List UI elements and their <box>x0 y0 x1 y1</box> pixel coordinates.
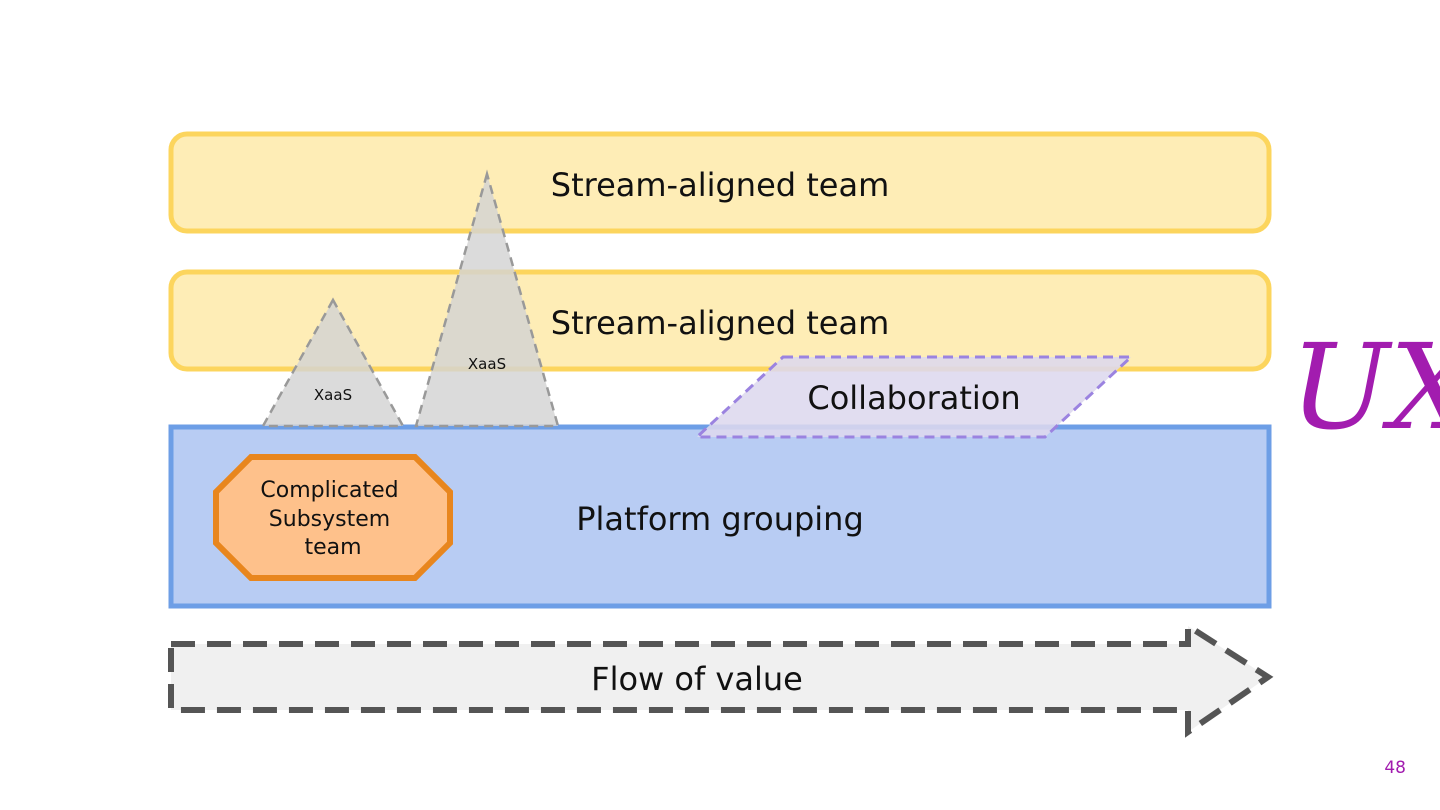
stream-aligned-team-2-label: Stream-aligned team <box>551 304 890 342</box>
xaas-large-label: XaaS <box>468 355 506 373</box>
xaas-small-triangle <box>260 297 406 428</box>
collaboration-label: Collaboration <box>807 379 1020 417</box>
complicated-subsystem-team: Complicated Subsystem team <box>213 454 453 581</box>
flow-of-value: Flow of value <box>168 620 1274 738</box>
xaas-small-label: XaaS <box>314 386 352 404</box>
platform-grouping-label: Platform grouping <box>576 500 864 538</box>
complicated-subsystem-line-2: Subsystem <box>269 507 390 532</box>
complicated-subsystem-line-1: Complicated <box>260 478 398 503</box>
flow-of-value-arrow <box>168 620 1274 738</box>
ux-annotation: UX <box>1290 318 1440 456</box>
complicated-subsystem-label: Complicated Subsystem team <box>260 478 405 560</box>
complicated-subsystem-line-3: team <box>304 535 361 560</box>
stream-aligned-team-1-label: Stream-aligned team <box>551 166 890 204</box>
xaas-large-triangle <box>414 169 560 428</box>
page-number: 48 <box>1384 758 1406 778</box>
complicated-subsystem-octagon <box>213 454 453 581</box>
collaboration-shape <box>693 355 1135 439</box>
stream-aligned-team-1-box <box>168 131 1272 234</box>
xaas-large: XaaS <box>414 169 560 428</box>
collaboration: Collaboration <box>693 355 1135 439</box>
flow-of-value-label: Flow of value <box>591 660 803 698</box>
stream-aligned-team-1: Stream-aligned team <box>168 131 1272 234</box>
xaas-small: XaaS <box>260 297 406 428</box>
